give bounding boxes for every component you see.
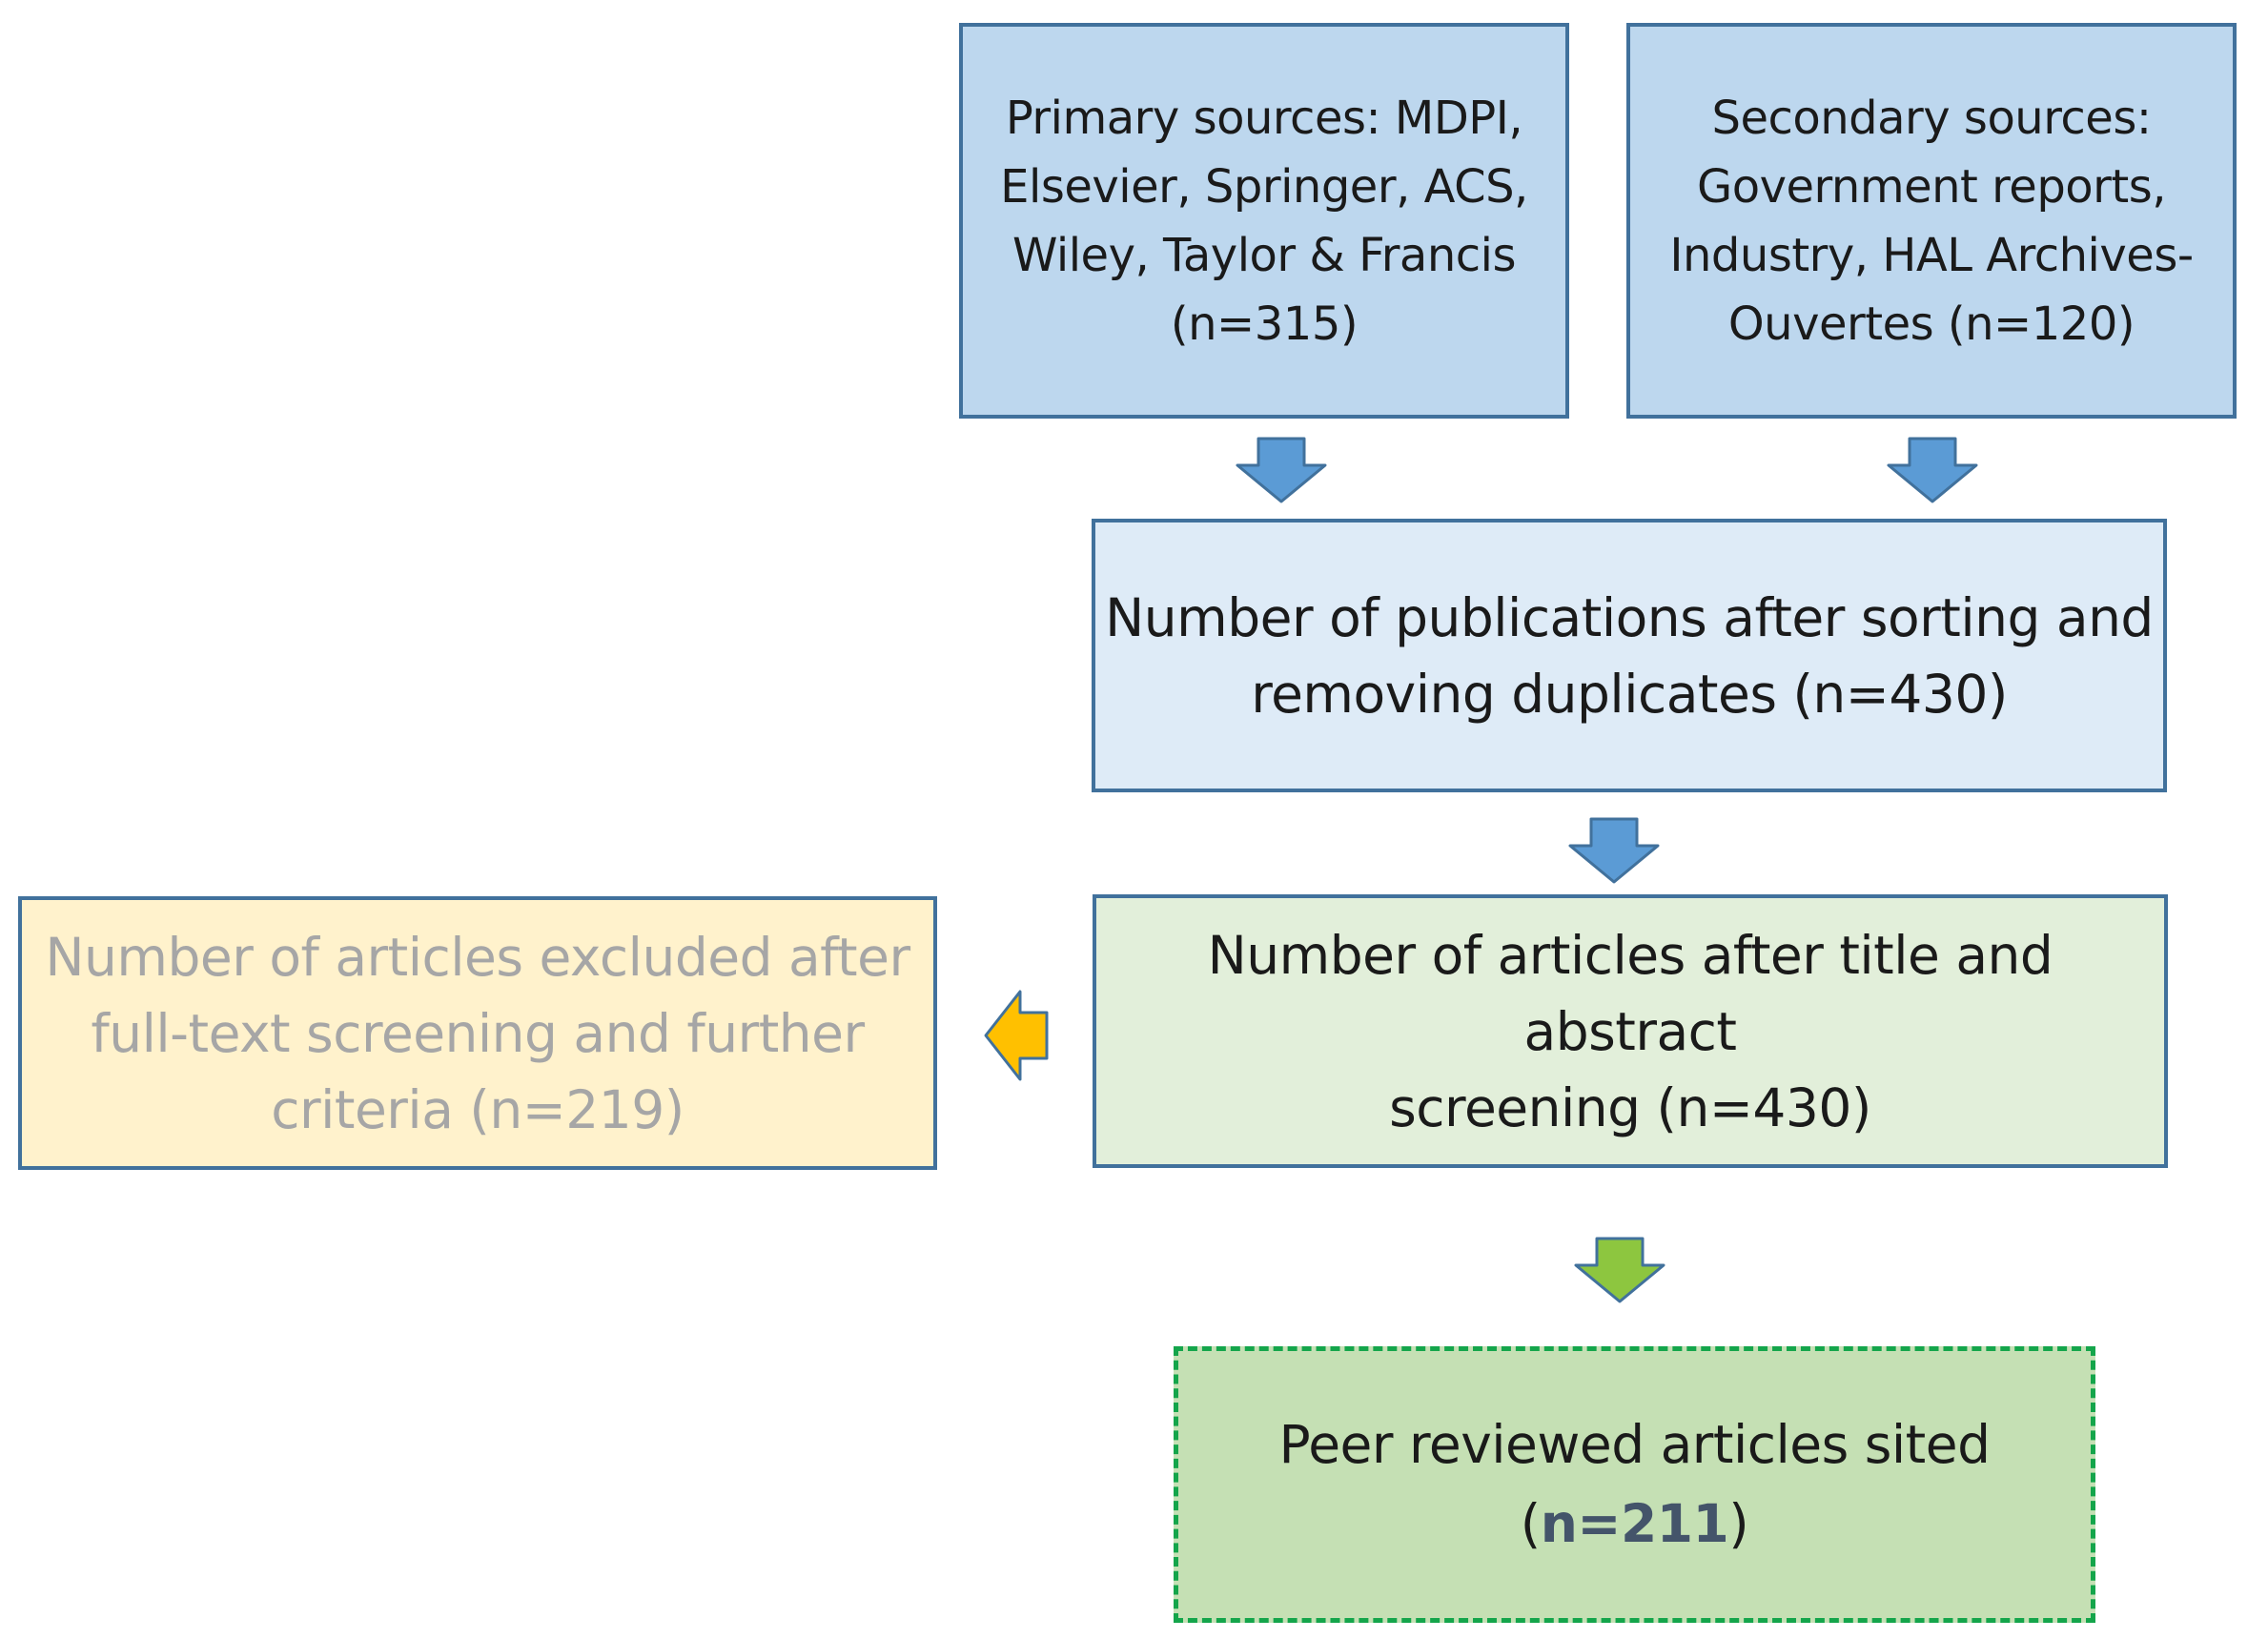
final-articles-count-line: (n=211) [1278, 1485, 1990, 1564]
secondary-sources-line: Government reports, [1697, 159, 2166, 214]
down-arrow-icon [1568, 817, 1660, 884]
screened-articles-line: Number of articles after title and abstr… [1207, 924, 2053, 1062]
sorted-publications-line: Number of publications after sorting and [1105, 586, 2154, 648]
open-paren: ( [1520, 1493, 1541, 1554]
sorted-publications-box: Number of publications after sorting and… [1092, 519, 2167, 792]
left-arrow-icon [984, 990, 1049, 1081]
primary-sources-box: Primary sources: MDPI, Elsevier, Springe… [959, 23, 1569, 419]
excluded-articles-line: full-text screening and further [91, 1002, 865, 1064]
down-arrow-icon [1236, 437, 1327, 503]
primary-sources-line: Wiley, Taylor & Francis [1011, 228, 1517, 282]
final-articles-box: Peer reviewed articles sited (n=211) [1174, 1346, 2095, 1623]
sorted-publications-line: removing duplicates (n=430) [1251, 663, 2008, 725]
primary-sources-line: Elsevier, Springer, ACS, [1000, 159, 1528, 214]
secondary-sources-line: Ouvertes (n=120) [1727, 297, 2135, 351]
excluded-articles-line: criteria (n=219) [271, 1078, 684, 1140]
secondary-sources-box: Secondary sources: Government reports, I… [1626, 23, 2237, 419]
primary-sources-line: Primary sources: MDPI, [1005, 91, 1523, 145]
screened-articles-box: Number of articles after title and abstr… [1093, 894, 2168, 1168]
final-articles-count: n=211 [1540, 1493, 1729, 1554]
excluded-articles-box: Number of articles excluded after full-t… [18, 896, 937, 1170]
primary-sources-line: (n=315) [1170, 297, 1359, 351]
excluded-articles-line: Number of articles excluded after [45, 926, 910, 988]
down-arrow-icon [1887, 437, 1978, 503]
down-arrow-icon [1574, 1237, 1665, 1303]
close-paren: ) [1728, 1493, 1749, 1554]
screened-articles-line: screening (n=430) [1389, 1076, 1871, 1138]
secondary-sources-line: Industry, HAL Archives- [1669, 228, 2194, 282]
secondary-sources-line: Secondary sources: [1711, 91, 2152, 145]
final-articles-title: Peer reviewed articles sited [1278, 1414, 1991, 1475]
